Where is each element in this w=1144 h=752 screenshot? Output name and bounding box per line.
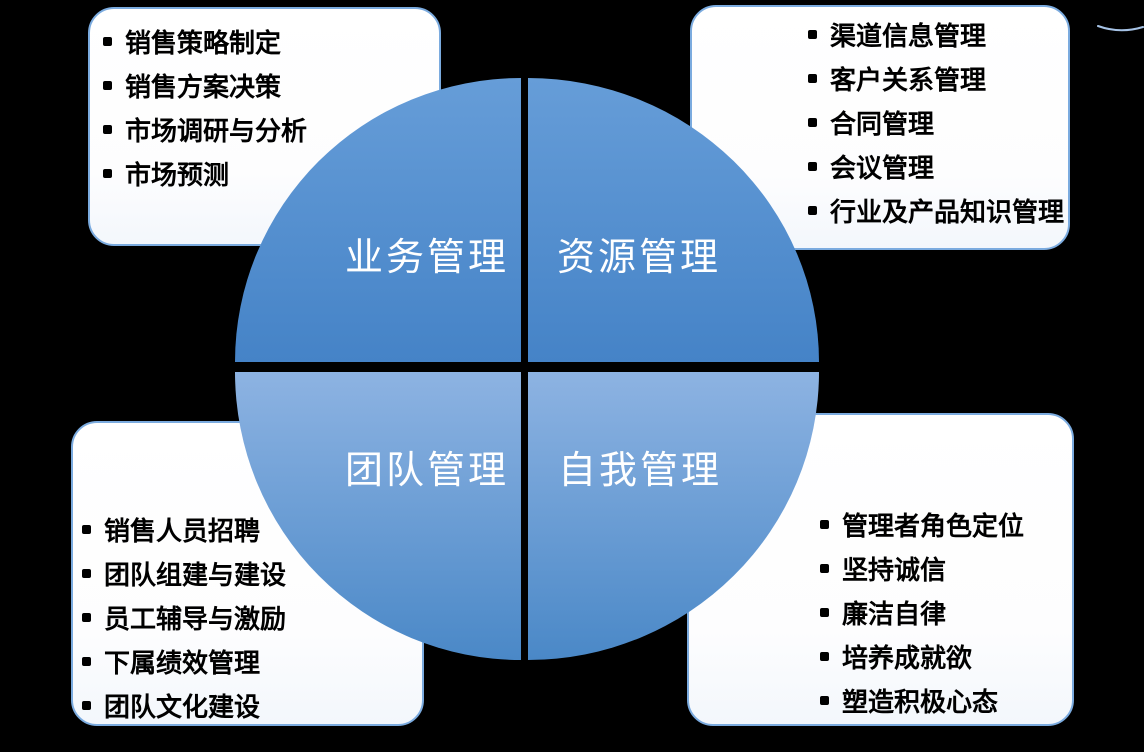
bullet-icon: [820, 607, 829, 617]
list-item-label: 培养成就欲: [842, 642, 973, 673]
list-item: 市场预测: [103, 151, 439, 195]
bullet-icon: [82, 612, 91, 622]
list-item-label: 员工辅导与激励: [104, 603, 287, 634]
list-item: 销售人员招聘: [82, 507, 422, 551]
list-item: 合同管理: [808, 100, 1068, 144]
list-item: 团队文化建设: [82, 683, 422, 727]
list-item: 市场调研与分析: [103, 107, 439, 151]
list-item: 塑造积极心态: [820, 678, 1072, 722]
list-item-label: 销售策略制定: [125, 27, 282, 58]
quadrant-self-management-label: 自我管理: [558, 450, 723, 492]
list-item: 会议管理: [808, 144, 1068, 188]
bullet-icon: [808, 205, 817, 215]
resource-management-items-list: 渠道信息管理 客户关系管理 合同管理 会议管理 行业及产品知识管理: [692, 7, 1068, 232]
list-item-label: 管理者角色定位: [842, 510, 1025, 541]
list-item-label: 行业及产品知识管理: [830, 196, 1065, 227]
decorative-arc-icon: [1097, 25, 1144, 32]
list-item: 下属绩效管理: [82, 639, 422, 683]
bullet-icon: [103, 124, 112, 134]
list-item-label: 坚持诚信: [842, 554, 947, 585]
bullet-icon: [820, 651, 829, 661]
list-item-label: 合同管理: [830, 108, 935, 139]
bullet-icon: [808, 117, 817, 127]
list-item-label: 下属绩效管理: [104, 647, 261, 678]
quadrant-team-management-label: 团队管理: [345, 450, 510, 492]
list-item: 客户关系管理: [808, 56, 1068, 100]
team-management-items-list: 销售人员招聘 团队组建与建设 员工辅导与激励 下属绩效管理 团队文化建设: [73, 423, 422, 727]
bullet-icon: [82, 700, 91, 710]
list-item-label: 市场调研与分析: [125, 115, 308, 146]
list-item-label: 塑造积极心态: [842, 686, 999, 717]
list-item: 销售策略制定: [103, 19, 439, 63]
bullet-icon: [82, 524, 91, 534]
list-item-label: 渠道信息管理: [830, 20, 987, 51]
bullet-icon: [808, 161, 817, 171]
bullet-icon: [808, 29, 817, 39]
quadrant-resource-management-label: 资源管理: [557, 237, 722, 279]
bullet-icon: [820, 519, 829, 529]
bullet-icon: [103, 36, 112, 46]
bullet-icon: [82, 656, 91, 666]
bullet-icon: [820, 695, 829, 705]
business-management-items-list: 销售策略制定 销售方案决策 市场调研与分析 市场预测: [90, 9, 439, 195]
list-item-label: 团队组建与建设: [104, 559, 287, 590]
list-item: 销售方案决策: [103, 63, 439, 107]
list-item-label: 销售方案决策: [125, 71, 282, 102]
list-item-label: 会议管理: [830, 152, 935, 183]
list-item-label: 客户关系管理: [830, 64, 987, 95]
list-item: 培养成就欲: [820, 634, 1072, 678]
bullet-icon: [103, 168, 112, 178]
self-management-items-list: 管理者角色定位 坚持诚信 廉洁自律 培养成就欲 塑造积极心态: [689, 415, 1072, 722]
list-item-label: 销售人员招聘: [104, 515, 261, 546]
bullet-icon: [820, 563, 829, 573]
list-item: 管理者角色定位: [820, 502, 1072, 546]
list-item: 团队组建与建设: [82, 551, 422, 595]
list-item-label: 团队文化建设: [104, 691, 261, 722]
bullet-icon: [103, 80, 112, 90]
list-item: 坚持诚信: [820, 546, 1072, 590]
list-item: 员工辅导与激励: [82, 595, 422, 639]
list-item-label: 市场预测: [125, 159, 230, 190]
list-item-label: 廉洁自律: [842, 598, 947, 629]
quadrant-business-management-label: 业务管理: [345, 237, 510, 279]
list-item: 渠道信息管理: [808, 12, 1068, 56]
bullet-icon: [808, 73, 817, 83]
bullet-icon: [82, 568, 91, 578]
list-item: 廉洁自律: [820, 590, 1072, 634]
list-item: 行业及产品知识管理: [808, 188, 1068, 232]
